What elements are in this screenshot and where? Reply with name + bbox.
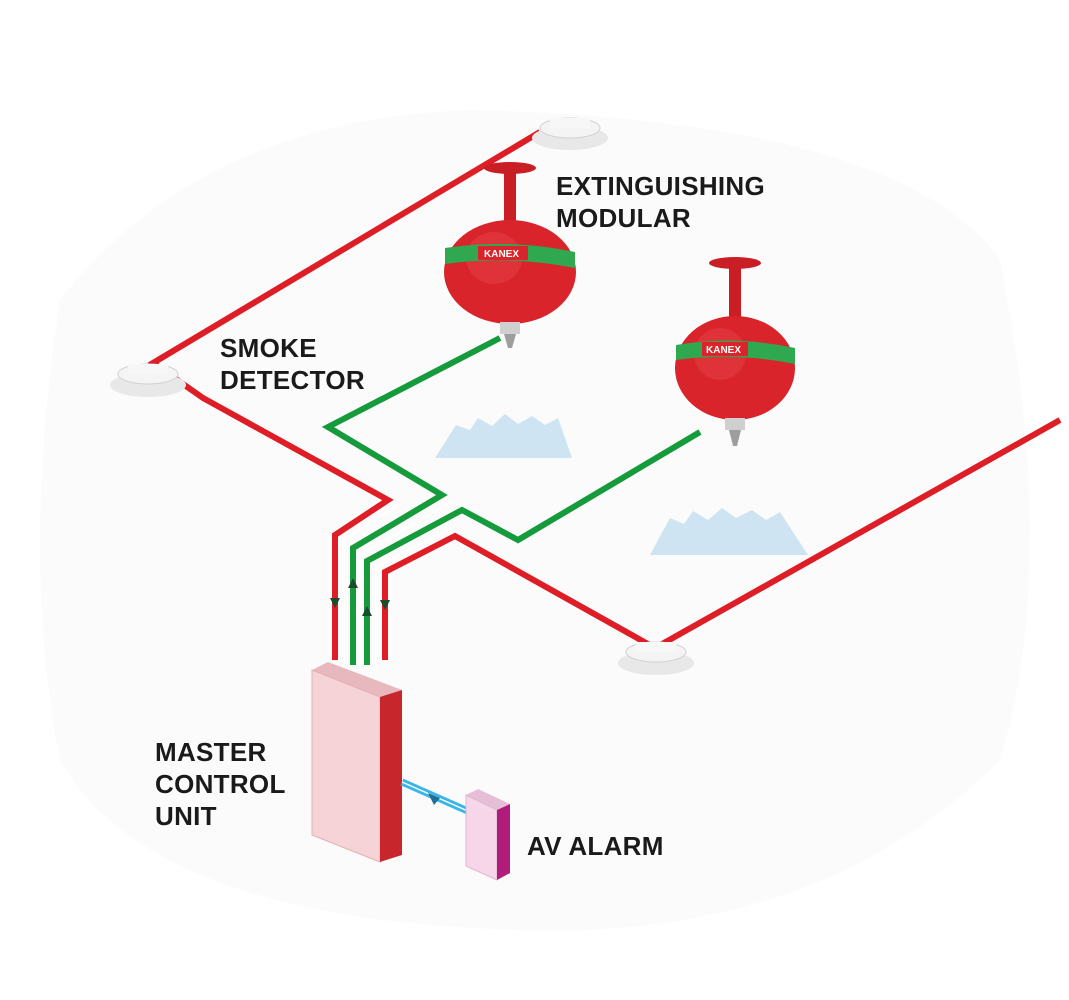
extinguisher-brand: KANEX (484, 249, 519, 260)
extinguishing-module-2: KANEX (675, 257, 795, 446)
arrow-down-icon (380, 600, 390, 610)
label-line: MODULAR (556, 203, 691, 233)
label-line: EXTINGUISHING (556, 171, 766, 201)
control-unit-top (312, 662, 402, 697)
extinguisher-brand: KANEX (706, 345, 741, 356)
arrow-up-icon (362, 606, 372, 616)
discharge-cloud-1 (435, 414, 572, 458)
av-alarm-label: AV ALARM (527, 830, 664, 862)
extinguishing-module-1: KANEX (444, 162, 576, 348)
control-unit-side (380, 690, 402, 862)
av-alarm-unit (465, 789, 510, 881)
master-control-unit (311, 662, 402, 863)
label-line: DETECTOR (220, 365, 365, 395)
master-control-unit-label: MASTER CONTROL UNIT (155, 736, 286, 832)
alarm-cable (400, 778, 472, 816)
arrow-down-icon (330, 598, 340, 608)
arrow-up-icon (348, 578, 358, 588)
label-line: CONTROL (155, 769, 286, 799)
smoke-detector-right (618, 641, 694, 675)
label-line: AV ALARM (527, 831, 664, 861)
control-unit-front (311, 669, 381, 863)
release-wire-2 (364, 429, 702, 665)
detection-wire-outgoing (147, 129, 542, 660)
signal-arrows (330, 578, 390, 616)
smoke-detector-top (532, 117, 608, 150)
room-background (40, 110, 1030, 931)
extinguishing-modular-label: EXTINGUISHING MODULAR (556, 170, 765, 234)
label-line: MASTER (155, 737, 267, 767)
label-line: SMOKE (220, 333, 317, 363)
discharge-cloud-2 (650, 508, 808, 555)
smoke-detector-left (110, 363, 186, 397)
label-line: UNIT (155, 801, 217, 831)
smoke-detector-label: SMOKE DETECTOR (220, 332, 365, 396)
